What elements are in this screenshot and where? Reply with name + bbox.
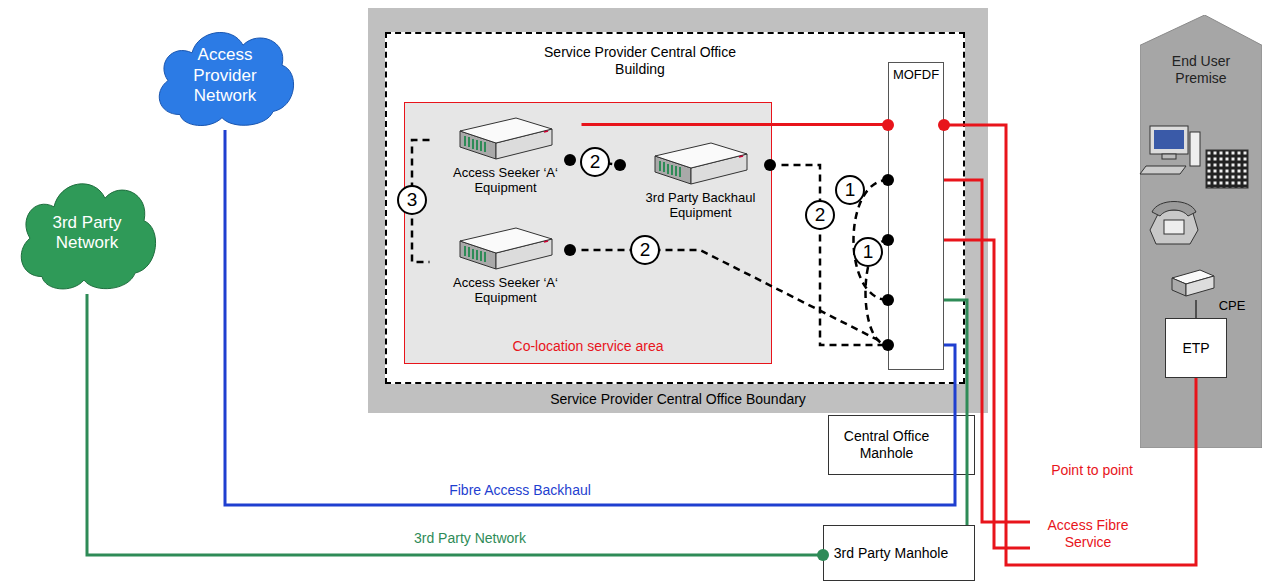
free-label: Access Fibre Service xyxy=(1038,517,1138,551)
node-label: 3rd Party Network xyxy=(32,213,142,254)
node-label: Access Provider Network xyxy=(165,45,285,106)
modem-side xyxy=(1172,278,1186,296)
node-label: 3rd Party Backhaul Equipment xyxy=(620,190,782,221)
phone-keys xyxy=(1164,220,1184,234)
equipment-symbol xyxy=(460,228,552,269)
equipment-icon xyxy=(436,225,576,275)
computer-keyboard xyxy=(1140,166,1186,174)
edge-label: Point to point xyxy=(1051,462,1133,479)
node-label: Access Seeker ‘A‘ Equipment xyxy=(430,275,582,306)
computer-stand xyxy=(1162,154,1176,159)
access-fibre-line xyxy=(944,180,1030,522)
node-label: Central Office Manhole xyxy=(835,428,938,462)
fibre-connector xyxy=(582,250,889,345)
colocation-area: Co-location service area Access Seeker ‘A… xyxy=(404,102,772,364)
equipment-box: 3rd Party Backhaul Equipment xyxy=(620,140,782,221)
building-area: Service Provider Central Office Building… xyxy=(385,32,965,384)
network-cloud: 3rd Party Network xyxy=(12,172,162,294)
node-label: Service Provider Central Office Building xyxy=(530,44,750,78)
fibre-connector xyxy=(944,125,1196,565)
free-label: CPE xyxy=(1219,298,1246,314)
keypad-panel xyxy=(1206,150,1248,188)
terminal-box: ETP xyxy=(1165,318,1227,378)
premise-devices xyxy=(1140,126,1248,318)
edge-label: Fibre Access Backhaul xyxy=(449,482,591,499)
manhole-box: 3rd Party Manhole xyxy=(823,525,975,581)
edge-label: 3rd Party Network xyxy=(414,530,526,547)
port-dot xyxy=(764,159,776,171)
callout-number: 1 xyxy=(853,237,883,267)
fibre-connector xyxy=(582,123,889,126)
callout-number: 2 xyxy=(805,200,835,230)
fibre-connector xyxy=(225,130,955,505)
edge-group xyxy=(87,125,1196,566)
port-dot xyxy=(938,119,950,131)
port-dots xyxy=(564,119,950,561)
cloud-shape xyxy=(21,184,155,289)
house-shape xyxy=(1140,15,1262,448)
node-label: Access Seeker ‘A‘ Equipment xyxy=(430,165,582,196)
boundary-region: Service Provider Central Office Boundary… xyxy=(368,8,988,413)
equipment-icon xyxy=(436,115,576,165)
modem-cable xyxy=(1195,300,1197,318)
network-cloud: Access Provider Network xyxy=(150,22,300,130)
equipment-box: Access Seeker ‘A‘ Equipment xyxy=(430,225,582,306)
fibre-connector xyxy=(944,300,967,525)
node-label: Service Provider Central Office Boundary xyxy=(550,391,806,408)
port-dot xyxy=(882,294,894,306)
callout-number: 1 xyxy=(835,175,865,205)
port-dot xyxy=(564,244,576,256)
port-dot xyxy=(882,339,894,351)
callout-number: 2 xyxy=(580,147,610,177)
equipment-icon xyxy=(626,140,776,190)
port-dot xyxy=(614,159,626,171)
port-dot xyxy=(817,549,829,561)
access-fibre-line xyxy=(944,240,1030,548)
port-dot xyxy=(882,119,894,131)
port-dot xyxy=(882,174,894,186)
callout-number: 2 xyxy=(630,235,660,265)
modem-front xyxy=(1186,276,1214,296)
node-label: End User Premise xyxy=(1156,53,1246,87)
port-dot xyxy=(564,154,576,166)
phone-handset xyxy=(1152,202,1196,217)
node-label: MOFDF xyxy=(893,67,939,83)
equipment-symbol xyxy=(460,118,552,159)
port-dot xyxy=(882,234,894,246)
fibre-connector xyxy=(87,294,823,555)
wiring xyxy=(854,180,1031,548)
equipment-box: Access Seeker ‘A‘ Equipment xyxy=(430,115,582,196)
cloud-shape xyxy=(159,32,293,125)
callout-number: 3 xyxy=(397,185,427,215)
node-label: Co-location service area xyxy=(513,338,664,355)
node-label: ETP xyxy=(1182,340,1209,357)
computer-screen xyxy=(1154,130,1184,149)
manhole-box: Central Office Manhole xyxy=(828,415,975,475)
node-label: 3rd Party Manhole xyxy=(834,545,948,562)
equipment-symbol xyxy=(655,143,747,184)
computer-monitor xyxy=(1150,126,1188,154)
computer-tower xyxy=(1190,132,1200,166)
distribution-frame: MOFDF xyxy=(888,62,944,370)
